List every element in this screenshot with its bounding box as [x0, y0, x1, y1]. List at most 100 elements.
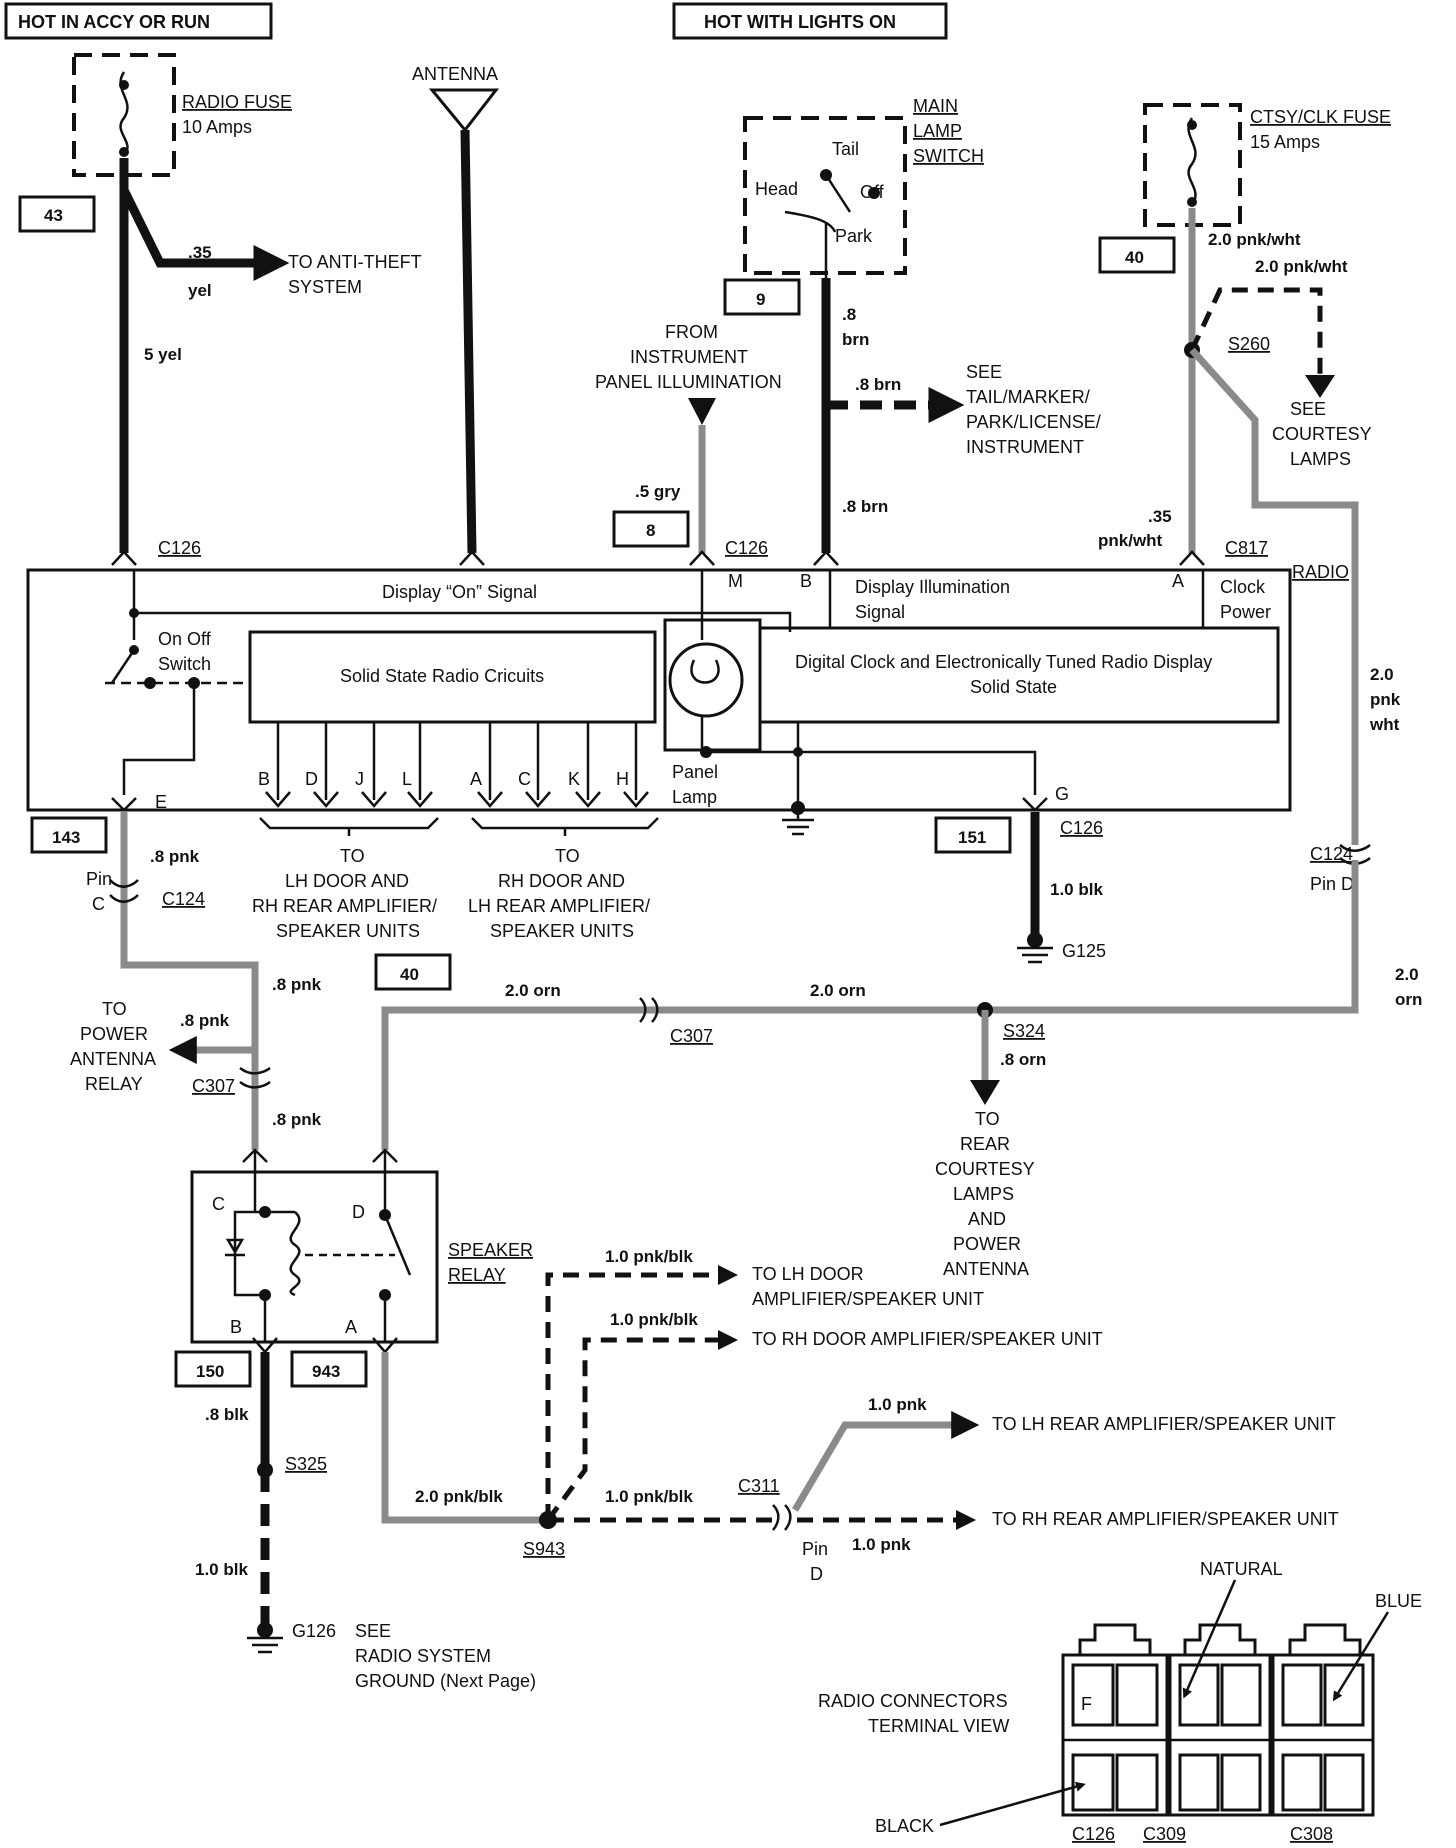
svg-text:.8 brn: .8 brn	[855, 375, 901, 394]
diode-icon	[225, 1238, 245, 1257]
svg-text:943: 943	[312, 1362, 340, 1381]
svg-text:LAMP: LAMP	[913, 121, 962, 141]
svg-text:TERMINAL VIEW: TERMINAL VIEW	[868, 1716, 1009, 1736]
svg-text:RH DOOR AND: RH DOOR AND	[498, 871, 625, 891]
svg-text:TO LH REAR AMPLIFIER/SPEAKER U: TO LH REAR AMPLIFIER/SPEAKER UNIT	[992, 1414, 1336, 1434]
svg-text:TO ANTI-THEFT: TO ANTI-THEFT	[288, 252, 422, 272]
svg-text:Park: Park	[835, 226, 873, 246]
antenna-icon: ANTENNA	[412, 64, 500, 554]
svg-text:2.0 pnk/blk: 2.0 pnk/blk	[415, 1487, 503, 1506]
header-hot-accy-run: HOT IN ACCY OR RUN	[4, 2, 273, 40]
svg-text:.8 brn: .8 brn	[842, 497, 888, 516]
svg-text:Digital Clock and Electronical: Digital Clock and Electronically Tuned R…	[795, 652, 1212, 672]
wire-20-pnk-blk	[381, 1352, 548, 1524]
svg-text:C: C	[92, 894, 105, 914]
svg-text:1.0 pnk/blk: 1.0 pnk/blk	[605, 1487, 693, 1506]
svg-text:S260: S260	[1228, 334, 1270, 354]
svg-text:RADIO FUSE: RADIO FUSE	[182, 92, 292, 112]
svg-text:orn: orn	[1395, 990, 1422, 1009]
svg-text:HOT WITH LIGHTS ON: HOT WITH LIGHTS ON	[704, 12, 896, 32]
svg-text:G: G	[1055, 784, 1069, 804]
svg-text:TO: TO	[975, 1109, 1000, 1129]
svg-text:2.0 orn: 2.0 orn	[810, 981, 866, 1000]
svg-text:1.0 pnk: 1.0 pnk	[868, 1395, 927, 1414]
svg-text:yel: yel	[188, 281, 212, 300]
svg-text:Signal: Signal	[855, 602, 905, 622]
svg-text:2.0 pnk/wht: 2.0 pnk/wht	[1255, 257, 1348, 276]
svg-text:COURTESY: COURTESY	[1272, 424, 1372, 444]
svg-text:.8 pnk: .8 pnk	[272, 1110, 322, 1129]
svg-text:C: C	[212, 1194, 225, 1214]
svg-text:brn: brn	[842, 330, 869, 349]
svg-text:Display Illumination: Display Illumination	[855, 577, 1010, 597]
svg-text:B: B	[800, 571, 812, 591]
svg-text:RADIO SYSTEM: RADIO SYSTEM	[355, 1646, 491, 1666]
svg-text:S324: S324	[1003, 1021, 1045, 1041]
box-40-top: 40	[1098, 236, 1176, 274]
svg-text:.8 blk: .8 blk	[205, 1405, 249, 1424]
svg-text:9: 9	[756, 290, 765, 309]
svg-text:1.0 pnk/blk: 1.0 pnk/blk	[605, 1247, 693, 1266]
svg-text:PANEL ILLUMINATION: PANEL ILLUMINATION	[595, 372, 782, 392]
svg-text:.5 gry: .5 gry	[635, 482, 681, 501]
svg-text:H: H	[616, 769, 629, 789]
svg-text:Clock: Clock	[1220, 577, 1266, 597]
box-8: 8	[612, 510, 690, 548]
svg-text:LH REAR AMPLIFIER/: LH REAR AMPLIFIER/	[468, 896, 650, 916]
svg-text:.8 orn: .8 orn	[1000, 1050, 1046, 1069]
svg-text:POWER: POWER	[80, 1024, 148, 1044]
svg-text:43: 43	[44, 206, 63, 225]
svg-text:Head: Head	[755, 179, 798, 199]
connector-c309-icon	[1168, 1623, 1272, 1817]
svg-text:TO: TO	[340, 846, 365, 866]
svg-text:151: 151	[958, 828, 986, 847]
ground-g126-icon	[247, 1622, 283, 1654]
wire-lh-rear	[791, 1411, 980, 1512]
svg-text:C126: C126	[158, 538, 201, 558]
svg-text:40: 40	[1125, 248, 1144, 267]
box-943: 943	[290, 1350, 368, 1388]
box-9: 9	[723, 278, 801, 316]
svg-text:G126: G126	[292, 1621, 336, 1641]
svg-text:C817: C817	[1225, 538, 1268, 558]
svg-text:C307: C307	[670, 1026, 713, 1046]
connector-c126-icon: F	[1061, 1623, 1169, 1817]
svg-text:40: 40	[400, 965, 419, 984]
svg-text:B: B	[258, 769, 270, 789]
svg-text:1.0 blk: 1.0 blk	[195, 1560, 248, 1579]
svg-text:.35: .35	[1148, 507, 1172, 526]
svg-text:C309: C309	[1143, 1824, 1186, 1844]
svg-text:LAMPS: LAMPS	[953, 1184, 1014, 1204]
svg-text:C124: C124	[1310, 844, 1353, 864]
svg-text:Pin: Pin	[86, 869, 112, 889]
chassis-ground-icon	[782, 801, 814, 836]
svg-text:Pin D: Pin D	[1310, 874, 1354, 894]
svg-text:pnk: pnk	[1370, 690, 1401, 709]
radio-connectors-view: RADIO CONNECTORS TERMINAL VIEW NATURAL B…	[818, 1559, 1422, 1844]
wire-rh-door	[545, 1330, 738, 1522]
svg-text:TO: TO	[102, 999, 127, 1019]
svg-text:143: 143	[52, 828, 80, 847]
svg-text:C: C	[518, 769, 531, 789]
svg-text:REAR: REAR	[960, 1134, 1010, 1154]
svg-text:Power: Power	[1220, 602, 1271, 622]
ground-g125-icon	[1017, 932, 1053, 964]
svg-text:S325: S325	[285, 1454, 327, 1474]
svg-text:Solid State Radio Cricuits: Solid State Radio Cricuits	[340, 666, 544, 686]
wire-20-orn	[381, 860, 1359, 1150]
svg-text:2.0: 2.0	[1370, 665, 1394, 684]
svg-text:ANTENNA: ANTENNA	[70, 1049, 156, 1069]
svg-text:8: 8	[646, 521, 655, 540]
svg-text:G125: G125	[1062, 941, 1106, 961]
wire-lh-door	[545, 1265, 738, 1520]
svg-text:2.0 pnk/wht: 2.0 pnk/wht	[1208, 230, 1301, 249]
svg-text:TAIL/MARKER/: TAIL/MARKER/	[966, 387, 1090, 407]
svg-text:Panel: Panel	[672, 762, 718, 782]
svg-text:C308: C308	[1290, 1824, 1333, 1844]
svg-text:wht: wht	[1369, 715, 1400, 734]
svg-text:SPEAKER UNITS: SPEAKER UNITS	[490, 921, 634, 941]
svg-text:A: A	[345, 1317, 357, 1337]
svg-text:SEE: SEE	[355, 1621, 391, 1641]
svg-text:TO LH DOOR: TO LH DOOR	[752, 1264, 864, 1284]
